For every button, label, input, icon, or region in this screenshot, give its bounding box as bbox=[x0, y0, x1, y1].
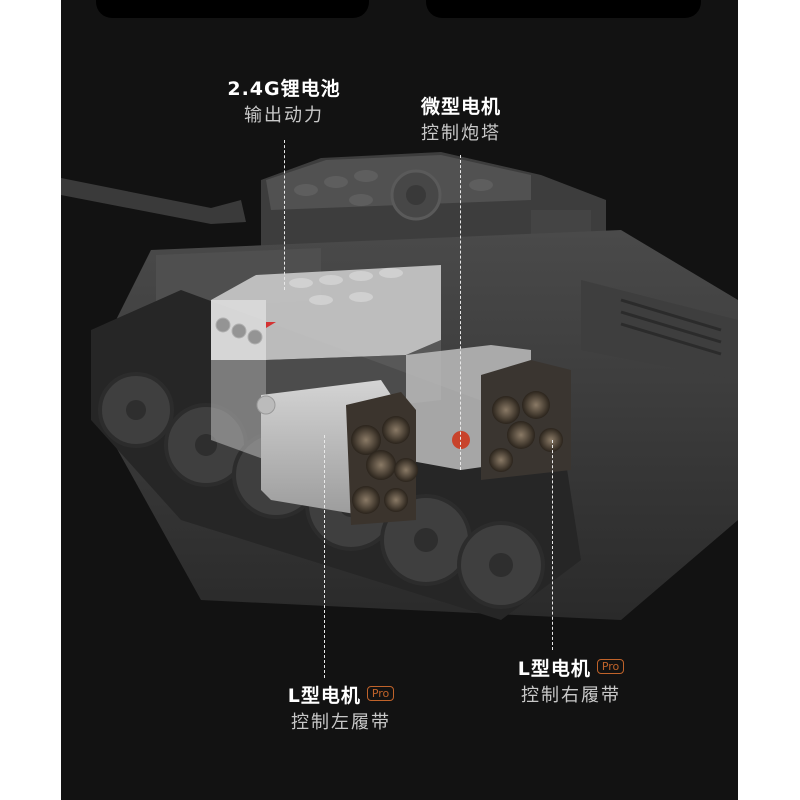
feature-panel: 2.4G锂电池 输出动力 微型电机 控制炮塔 L型电机 Pro 控制左履带 L型电… bbox=[61, 0, 738, 800]
pro-badge: Pro bbox=[596, 659, 625, 674]
left-motor-subtitle: 控制左履带 bbox=[291, 712, 391, 733]
callout-battery: 2.4G锂电池 输出动力 bbox=[219, 76, 349, 130]
pro-badge: Pro bbox=[366, 686, 395, 701]
l-motor-left bbox=[256, 380, 418, 525]
callout-left-motor: L型电机 Pro 控制左履带 bbox=[261, 683, 421, 737]
right-motor-title-text: L型电机 bbox=[517, 658, 591, 680]
battery-leader-line bbox=[284, 140, 285, 290]
right-motor-leader-line bbox=[552, 440, 553, 650]
left-motor-leader-line bbox=[324, 435, 325, 678]
turret-motor-leader-line bbox=[460, 155, 461, 470]
left-motor-title: L型电机 Pro bbox=[261, 683, 421, 709]
top-tab-left bbox=[96, 0, 369, 18]
red-connector bbox=[452, 431, 470, 449]
turret-motor-title: 微型电机 bbox=[420, 96, 501, 118]
l-motor-right bbox=[406, 345, 571, 480]
right-motor-title: L型电机 Pro bbox=[491, 656, 651, 682]
tank-illustration bbox=[61, 152, 738, 620]
top-tab-right bbox=[426, 0, 701, 18]
left-motor-title-text: L型电机 bbox=[287, 685, 361, 707]
right-motor-subtitle: 控制右履带 bbox=[521, 685, 621, 706]
battery-title: 2.4G锂电池 bbox=[227, 78, 341, 100]
callout-right-motor: L型电机 Pro 控制右履带 bbox=[491, 656, 651, 710]
turret-motor-subtitle: 控制炮塔 bbox=[421, 123, 501, 144]
callout-turret-motor: 微型电机 控制炮塔 bbox=[401, 94, 521, 148]
battery-subtitle: 输出动力 bbox=[244, 105, 324, 126]
gun-barrel bbox=[61, 178, 246, 224]
